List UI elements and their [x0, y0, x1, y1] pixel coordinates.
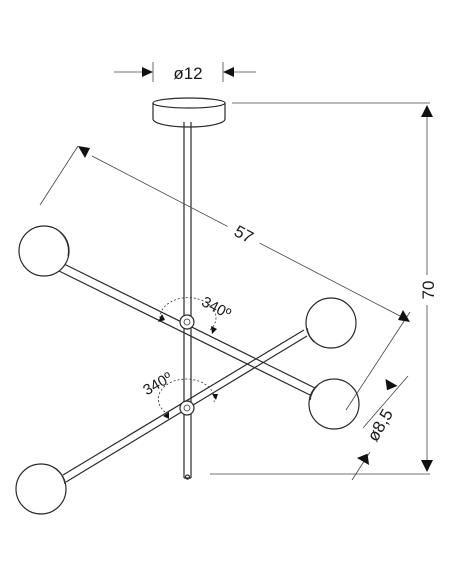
height-dimension: 70 — [210, 102, 439, 475]
globe-diameter-label: ø8,5 — [364, 406, 397, 445]
canopy-diameter-dimension: ø12 — [114, 62, 256, 83]
lower-rotation-label: 340º — [140, 369, 175, 399]
height-label: 70 — [419, 281, 438, 300]
lower-pivot-joint — [179, 400, 195, 416]
globe-upper-left — [18, 225, 70, 277]
vertical-rod — [183, 122, 192, 480]
lower-rotation-arc — [157, 378, 218, 419]
globe-lower-right — [308, 378, 360, 430]
span-dimension: 57 — [39, 145, 411, 411]
canopy-diameter-label: ø12 — [173, 64, 202, 83]
globe-diameter-dimension: ø8,5 — [351, 375, 409, 481]
upper-rotation-arc — [158, 297, 217, 334]
upper-pivot-joint — [179, 314, 195, 330]
ceiling-canopy — [152, 97, 226, 128]
globe-lower-left — [15, 463, 67, 515]
globe-middle-right — [305, 297, 357, 349]
